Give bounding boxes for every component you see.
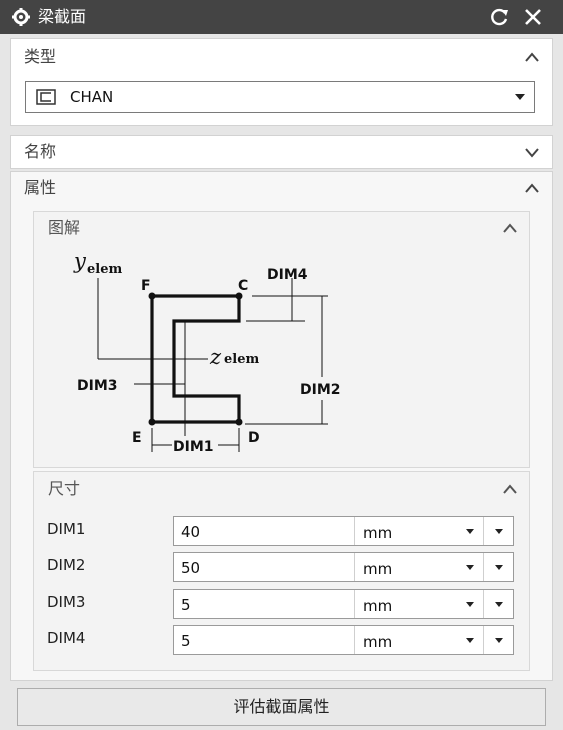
value-menu-arrow-icon[interactable] <box>495 638 503 643</box>
close-icon[interactable] <box>523 7 543 27</box>
dropdown-arrow-icon <box>515 94 525 100</box>
dim4-input[interactable]: 5 mm <box>173 625 514 655</box>
diagram-panel <box>33 211 530 468</box>
chevron-up-icon[interactable] <box>524 182 540 194</box>
y-elem-subscript: elem <box>87 262 122 277</box>
dim-row: DIM2 50 mm <box>33 550 514 582</box>
dim3-value: 5 <box>181 596 191 614</box>
diagram-label: 图解 <box>48 218 81 237</box>
value-menu-arrow-icon[interactable] <box>495 602 503 607</box>
dim1-value: 40 <box>181 523 201 541</box>
dim1-unit[interactable]: mm <box>363 524 393 542</box>
dim3-unit[interactable]: mm <box>363 597 393 615</box>
point-c-label: C <box>238 278 248 294</box>
section-type-value: CHAN <box>70 88 114 106</box>
title-bar: 梁截面 <box>0 0 563 34</box>
z-elem-label: z <box>209 345 222 369</box>
name-section-header[interactable]: 名称 <box>10 135 553 169</box>
dim1-label: DIM1 <box>173 439 214 455</box>
evaluate-section-properties-button[interactable]: 评估截面属性 <box>17 688 546 726</box>
dim2-value: 50 <box>181 559 201 577</box>
point-f-label: F <box>141 278 151 294</box>
dim4-label: DIM4 <box>267 267 308 283</box>
dimensions-label: 尺寸 <box>48 479 81 498</box>
channel-section-diagram: y elem z elem F C E D DIM4 DIM2 DIM3 DIM… <box>73 249 341 455</box>
unit-dropdown-arrow-icon[interactable] <box>466 638 474 643</box>
dim-row: DIM1 40 mm <box>33 514 514 546</box>
point-d-label: D <box>248 430 260 446</box>
unit-dropdown-arrow-icon[interactable] <box>466 602 474 607</box>
dim-name: DIM2 <box>47 556 86 574</box>
dim4-value: 5 <box>181 632 191 650</box>
dim3-label: DIM3 <box>77 378 118 394</box>
z-elem-subscript: elem <box>224 352 259 367</box>
unit-dropdown-arrow-icon[interactable] <box>466 565 474 570</box>
reset-icon[interactable] <box>490 7 510 27</box>
properties-section-label: 属性 <box>24 178 57 197</box>
name-group <box>10 135 553 169</box>
name-section-label: 名称 <box>24 142 57 161</box>
type-section-label: 类型 <box>24 47 57 66</box>
chevron-up-icon[interactable] <box>524 51 540 63</box>
value-menu-arrow-icon[interactable] <box>495 529 503 534</box>
properties-section-header[interactable]: 属性 <box>10 171 553 205</box>
y-elem-label: y <box>73 249 87 273</box>
dim-row: DIM3 5 mm <box>33 587 514 619</box>
gear-icon[interactable] <box>11 7 31 27</box>
chevron-down-icon[interactable] <box>524 146 540 158</box>
chevron-up-icon[interactable] <box>502 483 518 495</box>
section-type-dropdown[interactable]: CHAN <box>25 81 535 113</box>
dim2-label: DIM2 <box>300 382 341 398</box>
dim4-unit[interactable]: mm <box>363 633 393 651</box>
point-e-label: E <box>132 430 142 446</box>
dim3-input[interactable]: 5 mm <box>173 589 514 619</box>
dim-name: DIM4 <box>47 629 86 647</box>
dim2-input[interactable]: 50 mm <box>173 552 514 582</box>
window-title: 梁截面 <box>38 7 87 26</box>
dim-name: DIM3 <box>47 593 86 611</box>
value-menu-arrow-icon[interactable] <box>495 565 503 570</box>
dim1-input[interactable]: 40 mm <box>173 516 514 546</box>
chevron-up-icon[interactable] <box>502 222 518 234</box>
dim2-unit[interactable]: mm <box>363 560 393 578</box>
dim-row: DIM4 5 mm <box>33 623 514 655</box>
channel-section-icon <box>36 89 56 105</box>
type-section-header[interactable]: 类型 <box>10 40 553 74</box>
dim-name: DIM1 <box>47 520 86 538</box>
unit-dropdown-arrow-icon[interactable] <box>466 529 474 534</box>
